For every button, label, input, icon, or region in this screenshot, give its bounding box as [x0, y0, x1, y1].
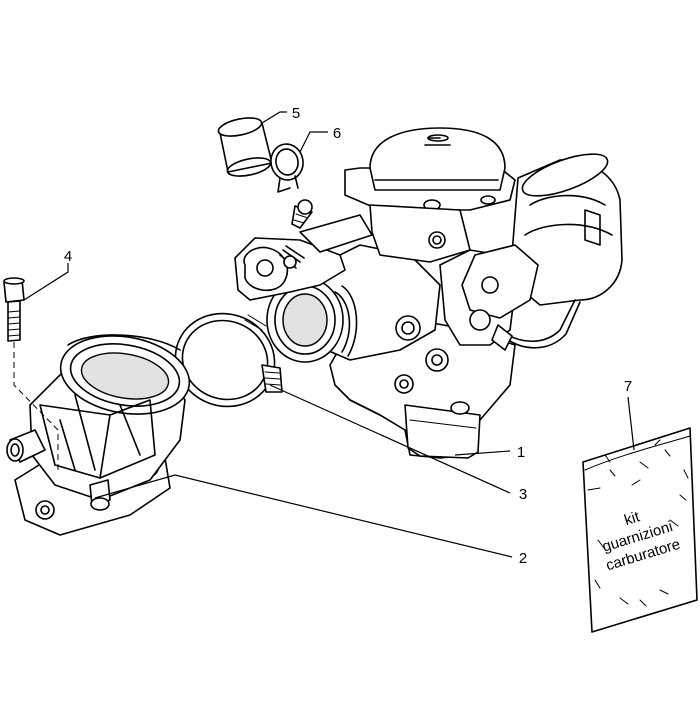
- callout-5: 5: [292, 105, 300, 122]
- bolt: [3, 277, 59, 470]
- gasket-kit-bag: kit guarnizioni carburatore: [582, 427, 698, 633]
- callout-1: 1: [517, 444, 525, 461]
- callout-7: 7: [624, 378, 632, 395]
- hose-clamp: [174, 312, 283, 408]
- leader-lines: [23, 111, 635, 558]
- spring-clip: [270, 143, 304, 193]
- kit-label-line-1: kit: [622, 508, 642, 529]
- callout-numbers: 1 2 3 4 5 6 7: [64, 105, 632, 567]
- idle-screw: [291, 199, 313, 229]
- sleeve-ring: [217, 117, 273, 177]
- callout-2: 2: [519, 550, 527, 567]
- callout-6: 6: [333, 125, 341, 142]
- intake-manifold: [6, 334, 191, 536]
- auto-choke: [461, 153, 623, 351]
- callout-4: 4: [64, 248, 72, 265]
- callout-3: 3: [519, 486, 527, 503]
- carburetor: [234, 127, 623, 459]
